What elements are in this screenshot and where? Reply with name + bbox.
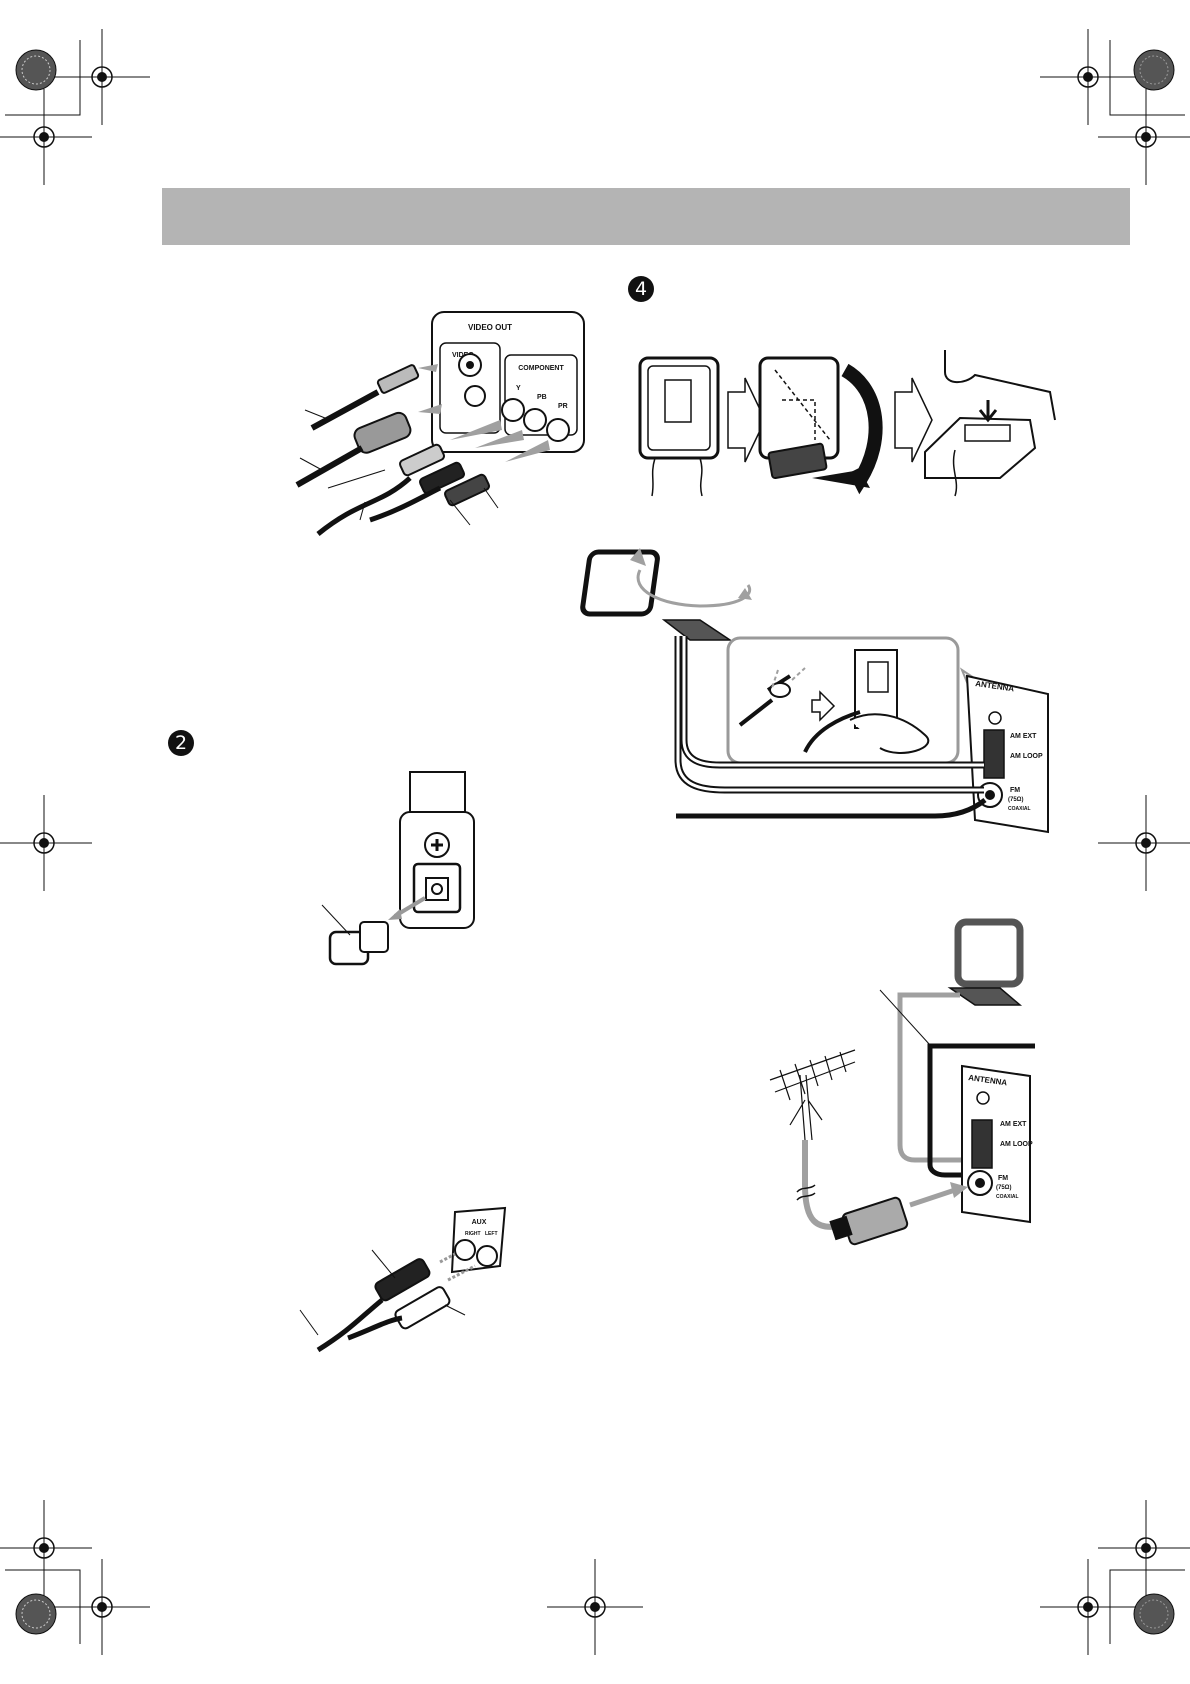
- component-jack-icon: [546, 418, 570, 442]
- outdoor-fm-antenna-icon: [769, 1049, 856, 1141]
- component-y-label: Y: [516, 385, 521, 392]
- component-pb-label: PB: [537, 394, 547, 401]
- registration-mark-icon: [0, 794, 93, 892]
- video-plug-icon: [376, 364, 420, 394]
- starburst-icon: [15, 1593, 57, 1635]
- starburst-icon: [15, 49, 57, 91]
- next-arrow-icon: [727, 377, 766, 463]
- optical-jack-icon: [412, 862, 462, 914]
- coaxial-plug-icon: [841, 1196, 909, 1246]
- loop-antenna-assembly-figure: [638, 350, 1056, 497]
- step-marker-2: 2: [168, 730, 194, 756]
- component-plug-icon: [443, 473, 491, 507]
- aux-connection-figure: AUX RIGHT LEFT: [299, 1206, 507, 1353]
- component-pr-label: PR: [558, 403, 568, 410]
- fm-coaxial-label: COAXIAL: [1008, 806, 1031, 812]
- s-video-jack-icon: [464, 385, 486, 407]
- aux-jack-icon: [454, 1239, 476, 1261]
- next-arrow-icon: [894, 377, 933, 463]
- fm-label: FM: [998, 1175, 1008, 1182]
- aux-right-label: RIGHT: [465, 1231, 481, 1237]
- am-loop-label: AM LOOP: [1000, 1141, 1033, 1148]
- s-video-plug-icon: [353, 411, 412, 454]
- loop-antenna-icon: [954, 918, 1024, 988]
- aux-left-label: LEFT: [485, 1231, 498, 1237]
- outdoor-antenna-figure: ANTENNA AM EXT AM LOOP FM (75Ω) COAXIAL: [769, 918, 1035, 1246]
- loop-antenna-icon: [758, 356, 840, 460]
- registration-mark-icon: [1097, 88, 1190, 186]
- am-loop-label: AM LOOP: [1010, 753, 1043, 760]
- registration-mark-icon: [546, 1558, 644, 1656]
- rca-plug-red-icon: [374, 1258, 431, 1302]
- component-jack-icon: [523, 408, 547, 432]
- registration-mark-icon: [1097, 794, 1190, 892]
- registration-mark-icon: [53, 28, 151, 126]
- optical-cap-figure: [321, 771, 475, 966]
- component-jack-icon: [501, 398, 525, 422]
- aux-label: AUX: [472, 1219, 487, 1226]
- am-ext-label: AM EXT: [1000, 1121, 1027, 1128]
- starburst-icon: [1133, 49, 1175, 91]
- step-marker-4: 4: [628, 276, 654, 302]
- am-ext-label: AM EXT: [1010, 733, 1037, 740]
- rca-plug-white-icon: [394, 1286, 451, 1330]
- registration-mark-icon: [0, 1499, 93, 1597]
- component-plug-icon: [398, 443, 446, 477]
- component-plug-icon: [418, 461, 466, 495]
- registration-mark-icon: [0, 88, 93, 186]
- video-connection-figure: VIDEO OUT VIDEO COMPONENT Y PB PR: [295, 311, 585, 536]
- fm-label: FM: [1010, 787, 1020, 794]
- loop-antenna-icon: [580, 549, 660, 617]
- header-band: [162, 188, 1130, 245]
- registration-mark-icon: [53, 1558, 151, 1656]
- am-terminal-icon: [983, 729, 1005, 779]
- video-out-label: VIDEO OUT: [468, 323, 512, 332]
- fm-coaxial-label: COAXIAL: [996, 1194, 1019, 1200]
- rotate-arrow-icon: [841, 363, 883, 495]
- registration-mark-icon: [1039, 1558, 1137, 1656]
- next-arrow-icon: [811, 690, 836, 722]
- fm-ohm-label: (75Ω): [1008, 797, 1023, 803]
- fm-ohm-label: (75Ω): [996, 1185, 1011, 1191]
- registration-mark-icon: [1039, 28, 1137, 126]
- component-label: COMPONENT: [518, 365, 564, 372]
- registration-mark-icon: [1097, 1499, 1190, 1597]
- crop-marks: [0, 28, 1190, 1656]
- aux-jack-icon: [476, 1245, 498, 1267]
- starburst-icon: [1133, 1593, 1175, 1635]
- antenna-connection-figure: ANTENNA AM EXT AM LOOP FM (75Ω) COAXIAL: [580, 548, 1049, 834]
- am-terminal-icon: [971, 1119, 993, 1169]
